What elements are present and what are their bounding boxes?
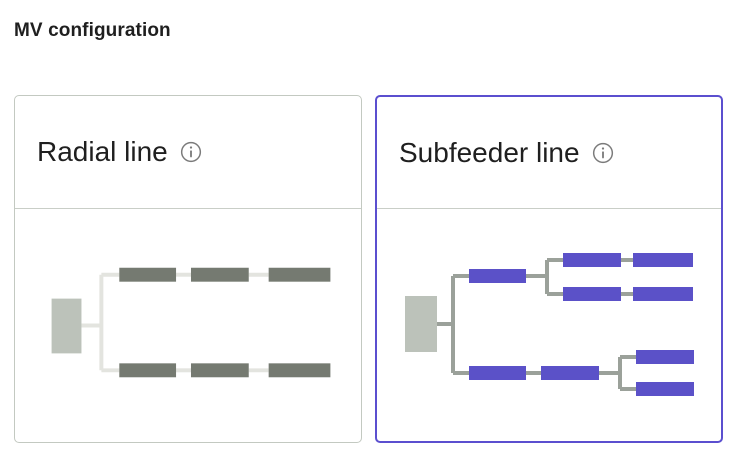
line-segment xyxy=(469,366,526,380)
line-segment xyxy=(190,363,249,378)
radial-connectors xyxy=(81,272,269,373)
line-segment xyxy=(563,287,621,301)
line-segment xyxy=(633,253,693,267)
card-title-subfeeder-line: Subfeeder line xyxy=(399,136,580,168)
line-segment xyxy=(190,267,249,282)
line-segment xyxy=(636,350,694,364)
line-segment xyxy=(119,363,177,378)
card-header-subfeeder-line: Subfeeder line xyxy=(377,97,721,209)
option-card-subfeeder-line[interactable]: Subfeeder line xyxy=(375,95,723,443)
radial-line-segments xyxy=(119,267,331,378)
card-title-radial-line: Radial line xyxy=(37,136,168,167)
source-substation xyxy=(51,298,82,354)
line-segment xyxy=(633,287,693,301)
line-segment xyxy=(469,269,526,283)
info-circle-icon[interactable] xyxy=(180,141,202,163)
line-segment xyxy=(541,366,599,380)
card-header-radial-line: Radial line xyxy=(15,96,361,209)
line-segment xyxy=(119,267,177,282)
radial-line-diagram xyxy=(51,267,331,378)
line-segment xyxy=(563,253,621,267)
option-card-radial-line[interactable]: Radial line xyxy=(14,95,362,443)
info-circle-icon[interactable] xyxy=(592,142,614,164)
source-substation xyxy=(405,296,437,352)
subfeeder-connectors xyxy=(437,258,636,391)
mv-configuration-options: Radial line xyxy=(14,95,723,443)
line-segment xyxy=(268,267,331,282)
line-segment xyxy=(268,363,331,378)
page-title: MV configuration xyxy=(14,20,171,41)
card-body-subfeeder-line xyxy=(377,209,721,441)
line-segment xyxy=(636,382,694,396)
subfeeder-line-diagram xyxy=(405,253,694,396)
subfeeder-line-segments xyxy=(469,253,694,396)
card-body-radial-line xyxy=(15,209,361,442)
